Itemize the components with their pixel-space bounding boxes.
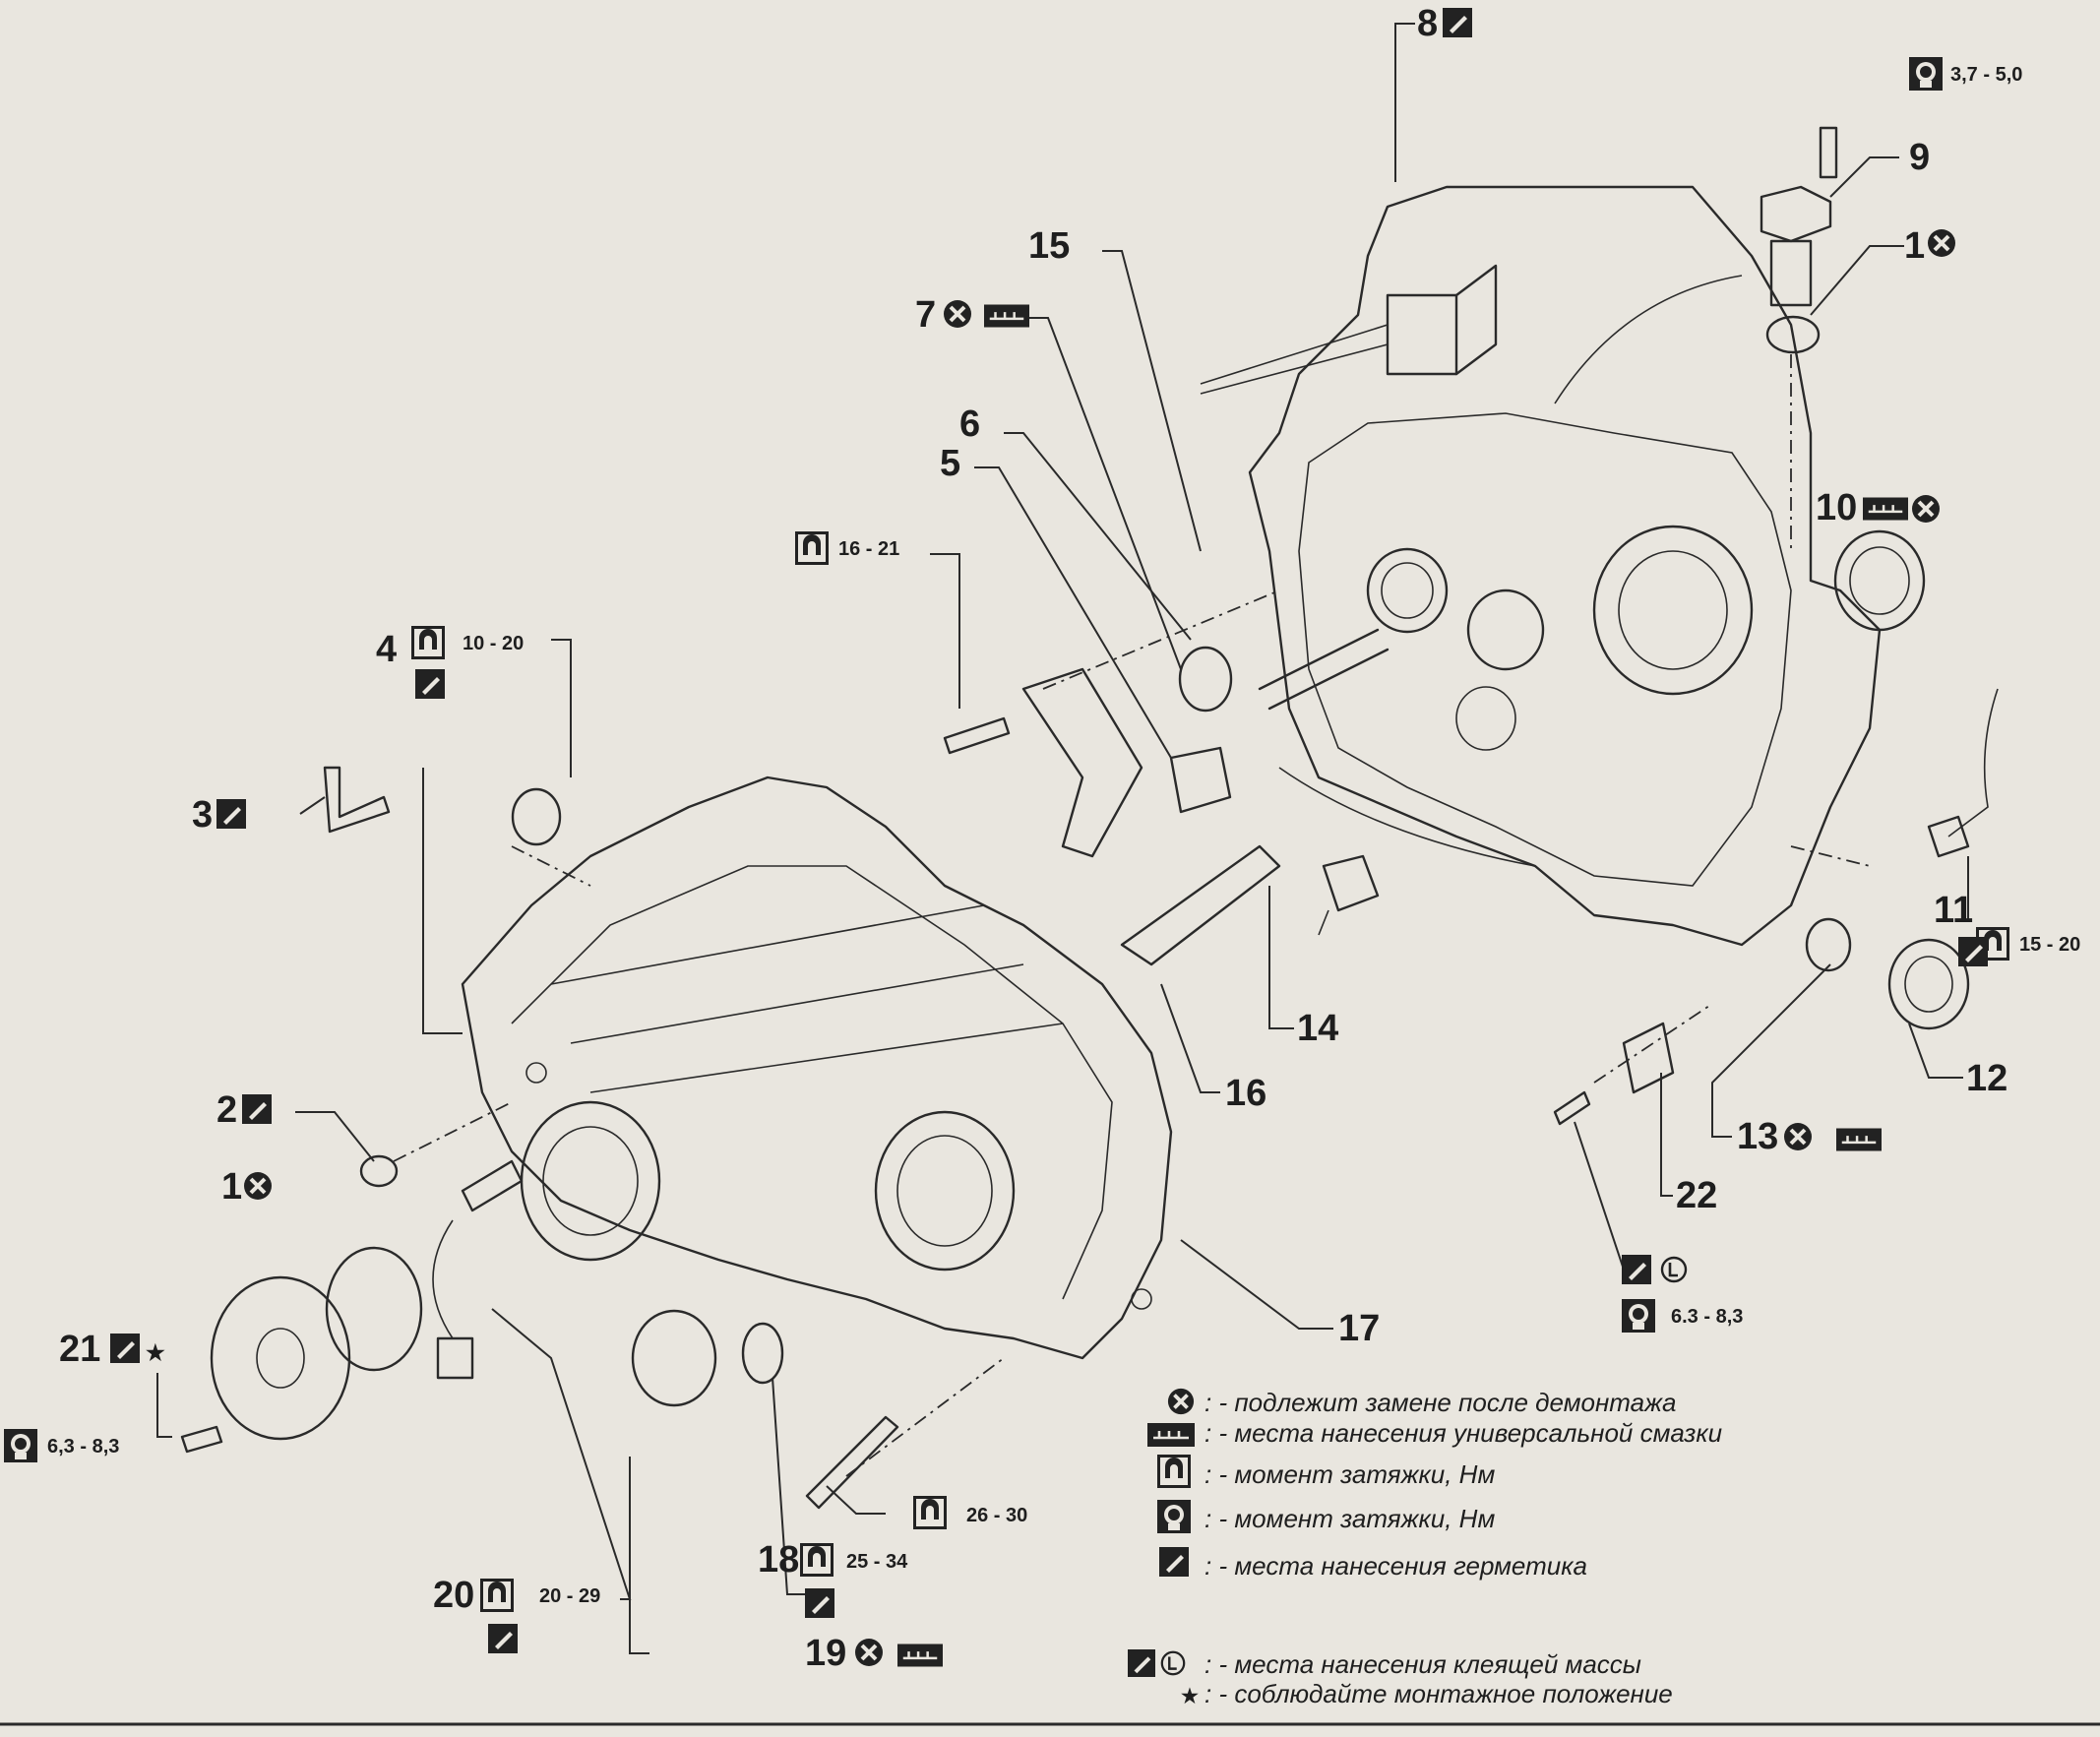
torque-labels: 3,7 - 5,0 16 - 21 10 - 20 15 - 20 L 6.3 … bbox=[4, 57, 2080, 1653]
callout-8: 8 bbox=[1417, 3, 1438, 44]
callout-16: 16 bbox=[1225, 1073, 1266, 1114]
callout-15: 15 bbox=[1028, 225, 1070, 267]
legend-torque-socket: : - момент затяжки, Нм bbox=[1204, 1504, 1495, 1533]
torque-21-bolt: 6,3 - 8,3 bbox=[47, 1436, 119, 1458]
torque-11: 15 - 20 bbox=[2019, 934, 2080, 956]
torque-4: 10 - 20 bbox=[463, 633, 524, 654]
rear-housing-17 bbox=[461, 775, 1173, 1360]
callout-labels: 8 9 1 15 7 6 5 10 4 3 11 14 12 16 2 13 1… bbox=[59, 3, 2007, 1674]
callout-6: 6 bbox=[959, 403, 980, 445]
legend-grease: : - места нанесения универсальной смазки bbox=[1204, 1418, 1722, 1448]
callout-12: 12 bbox=[1966, 1058, 2007, 1099]
callout-4: 4 bbox=[376, 629, 397, 670]
front-housing-8 bbox=[1200, 185, 1882, 947]
legend: : - подлежит замене после демонтажа : - … bbox=[1128, 1388, 1722, 1708]
legend-adhesive: : - места нанесения клеящей массы bbox=[1204, 1649, 1641, 1679]
torque-18: 25 - 34 bbox=[846, 1551, 908, 1573]
torque-20: 20 - 29 bbox=[539, 1585, 600, 1607]
position-star: ★ bbox=[146, 1340, 165, 1365]
legend-sealant: : - места нанесения герметика bbox=[1204, 1551, 1587, 1581]
torque-17-bolt: 26 - 30 bbox=[966, 1505, 1027, 1526]
callout-17: 17 bbox=[1338, 1308, 1380, 1349]
legend-position: : - соблюдайте монтажное положение bbox=[1204, 1679, 1673, 1708]
leader-lines bbox=[156, 23, 1969, 1654]
legend-replace: : - подлежит замене после демонтажа bbox=[1204, 1388, 1676, 1417]
callout-22: 22 bbox=[1676, 1175, 1717, 1216]
torque-7-bolt: 16 - 21 bbox=[838, 538, 899, 560]
callout-13: 13 bbox=[1737, 1116, 1778, 1157]
legend-torque-wrench: : - момент затяжки, Нм bbox=[1204, 1459, 1495, 1489]
callout-2: 2 bbox=[216, 1089, 237, 1131]
callout-14: 14 bbox=[1297, 1008, 1338, 1049]
callout-9: 9 bbox=[1909, 137, 1930, 178]
callout-18: 18 bbox=[758, 1539, 799, 1581]
callout-19: 19 bbox=[805, 1633, 846, 1674]
torque-9: 3,7 - 5,0 bbox=[1950, 64, 2022, 86]
parts-small bbox=[180, 126, 1999, 1510]
callout-21: 21 bbox=[59, 1329, 100, 1370]
callout-10: 10 bbox=[1816, 487, 1857, 528]
callout-20: 20 bbox=[433, 1575, 474, 1616]
callout-1-left: 1 bbox=[221, 1166, 242, 1208]
callout-5: 5 bbox=[940, 443, 960, 484]
torque-22-bolt: 6.3 - 8,3 bbox=[1671, 1306, 1743, 1328]
callout-1-top: 1 bbox=[1904, 225, 1925, 267]
legend-star: ★ bbox=[1181, 1686, 1199, 1707]
callout-3: 3 bbox=[192, 794, 213, 836]
callout-11: 11 bbox=[1934, 890, 1973, 931]
callout-7: 7 bbox=[915, 294, 936, 336]
